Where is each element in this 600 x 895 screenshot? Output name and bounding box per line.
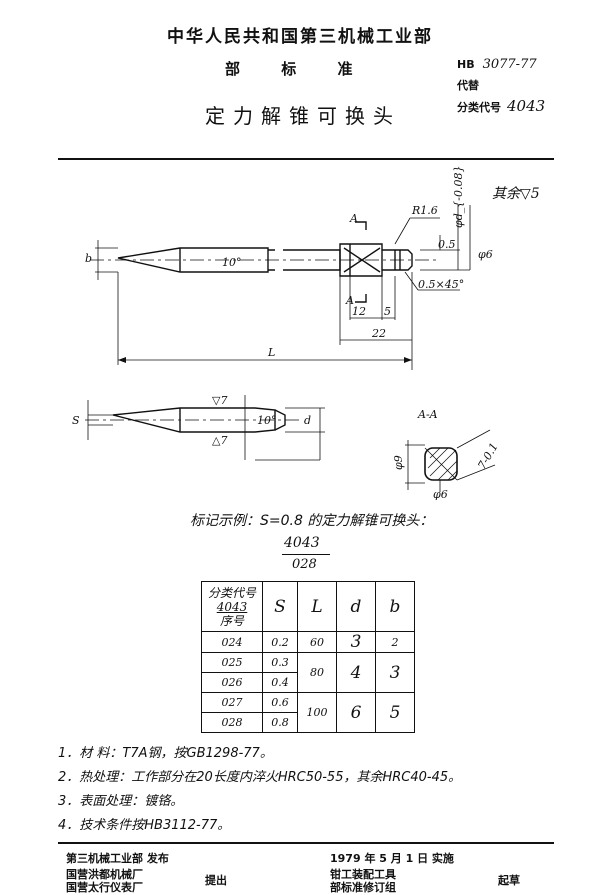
size-table: 分类代号 4043 序号 S L d b 024 0.2 60 3 2 025 … bbox=[201, 581, 415, 733]
table-row-no: 026 bbox=[201, 672, 263, 693]
table-cell-d: 3 bbox=[336, 631, 376, 653]
footer-proposed: 提出 bbox=[205, 874, 227, 887]
dim-d: d bbox=[304, 414, 311, 427]
marking-serial: 028 bbox=[292, 557, 317, 572]
table-header-class: 分类代号 4043 序号 bbox=[201, 581, 263, 632]
table-cell-l: 60 bbox=[297, 631, 337, 653]
std-number: 3077-77 bbox=[482, 57, 537, 72]
technical-drawing: b 10° A A R1.6 0.5 φ6 φd_{-0.08} 0.5×45°… bbox=[72, 166, 501, 500]
footer-proposer-1: 国营洪都机械厂 bbox=[66, 868, 143, 881]
table-cell-d: 6 bbox=[336, 692, 376, 733]
dim-b: b bbox=[85, 252, 92, 265]
class-code: 分类代号 4043 bbox=[457, 97, 545, 115]
col-header-l: L bbox=[297, 581, 337, 632]
table-header-class-label: 分类代号 bbox=[207, 585, 256, 600]
tool-tip-end bbox=[382, 249, 413, 271]
table-cell-b: 2 bbox=[375, 631, 415, 653]
section-title: A-A bbox=[417, 408, 438, 421]
dim-radius: R1.6 bbox=[411, 204, 438, 217]
section-mark-a-top: A bbox=[349, 212, 358, 225]
roughness-7-top: ▽7 bbox=[212, 394, 227, 407]
dim-S: S bbox=[72, 414, 80, 427]
class-code-label: 分类代号 bbox=[457, 101, 501, 114]
section-mark-a-bottom: A bbox=[345, 294, 354, 307]
table-row-no: 025 bbox=[201, 652, 263, 673]
dim-phi6: φ6 bbox=[478, 248, 493, 261]
table-row-s: 0.8 bbox=[262, 712, 298, 733]
dim-5: 5 bbox=[384, 305, 391, 318]
footer-date: 1979 年 5 月 1 日 实施 bbox=[330, 852, 454, 865]
dim-square-7: 7-0.1 bbox=[475, 441, 500, 472]
table-row-s: 0.3 bbox=[262, 652, 298, 673]
table-row-s: 0.2 bbox=[262, 631, 298, 653]
dim-L: L bbox=[267, 346, 275, 359]
marking-fraction-line bbox=[282, 554, 330, 555]
note-4: 4．技术条件按HB3112-77。 bbox=[58, 818, 231, 833]
document-title: 定力解锥可换头 bbox=[205, 104, 401, 128]
marking-code: 4043 bbox=[284, 535, 320, 551]
table-header-serial: 序号 bbox=[219, 613, 244, 628]
table-cell-b: 5 bbox=[375, 692, 415, 733]
dim-22: 22 bbox=[371, 327, 386, 340]
header-divider bbox=[58, 158, 554, 160]
col-header-b: b bbox=[375, 581, 415, 632]
table-cell-l: 80 bbox=[297, 652, 337, 693]
footer-divider bbox=[58, 842, 554, 844]
table-cell-d: 4 bbox=[336, 652, 376, 693]
marking-example: 标记示例：S=0.8 的定力解锥可换头： bbox=[190, 513, 434, 529]
footer-drafter-2: 部标准修订组 bbox=[330, 881, 396, 894]
dim-12: 12 bbox=[352, 305, 366, 318]
std-prefix: HB bbox=[457, 58, 475, 71]
dim-phi6-section: φ6 bbox=[433, 488, 448, 500]
note-3: 3．表面处理：镀铬。 bbox=[58, 794, 184, 809]
roughness-note: 其余▽5 bbox=[492, 186, 540, 202]
col-header-s: S bbox=[262, 581, 298, 632]
dim-angle-top: 10° bbox=[222, 256, 242, 269]
tool-blade-side bbox=[112, 407, 276, 433]
replaces-label: 代替 bbox=[457, 79, 479, 92]
dim-phi-d: φd_{-0.08} bbox=[452, 166, 465, 228]
standard-level: 部 标 准 bbox=[225, 60, 371, 78]
table-row-no: 028 bbox=[201, 712, 263, 733]
ministry-title: 中华人民共和国第三机械工业部 bbox=[167, 27, 433, 47]
dim-chamfer: 0.5×45° bbox=[418, 278, 464, 291]
dim-05: 0.5 bbox=[438, 238, 456, 251]
footer-issuer: 第三机械工业部 发布 bbox=[66, 852, 169, 865]
footer-drafter-1: 钳工装配工具 bbox=[330, 868, 396, 881]
table-row-s: 0.6 bbox=[262, 692, 298, 713]
table-cell-l: 100 bbox=[297, 692, 337, 733]
note-1: 1．材 料：T7A钢，按GB1298-77。 bbox=[58, 746, 273, 761]
standard-number: HB 3077-77 bbox=[457, 57, 537, 72]
table-cell-b: 3 bbox=[375, 652, 415, 693]
roughness-7-bottom: △7 bbox=[212, 434, 227, 447]
dim-phi9: φ9 bbox=[392, 455, 405, 470]
col-header-d: d bbox=[336, 581, 376, 632]
footer-drafted: 起草 bbox=[498, 874, 520, 887]
section-square bbox=[424, 447, 458, 481]
table-row-no: 024 bbox=[201, 631, 263, 653]
table-header-code: 4043 bbox=[216, 599, 248, 614]
class-code-value: 4043 bbox=[507, 97, 546, 115]
dim-angle-bottom: 10° bbox=[257, 414, 277, 427]
note-2: 2．热处理：工作部分在20长度内淬火HRC50-55，其余HRC40-45。 bbox=[58, 770, 462, 785]
table-row-s: 0.4 bbox=[262, 672, 298, 693]
footer-proposer-2: 国营太行仪表厂 bbox=[66, 881, 143, 894]
table-row-no: 027 bbox=[201, 692, 263, 713]
